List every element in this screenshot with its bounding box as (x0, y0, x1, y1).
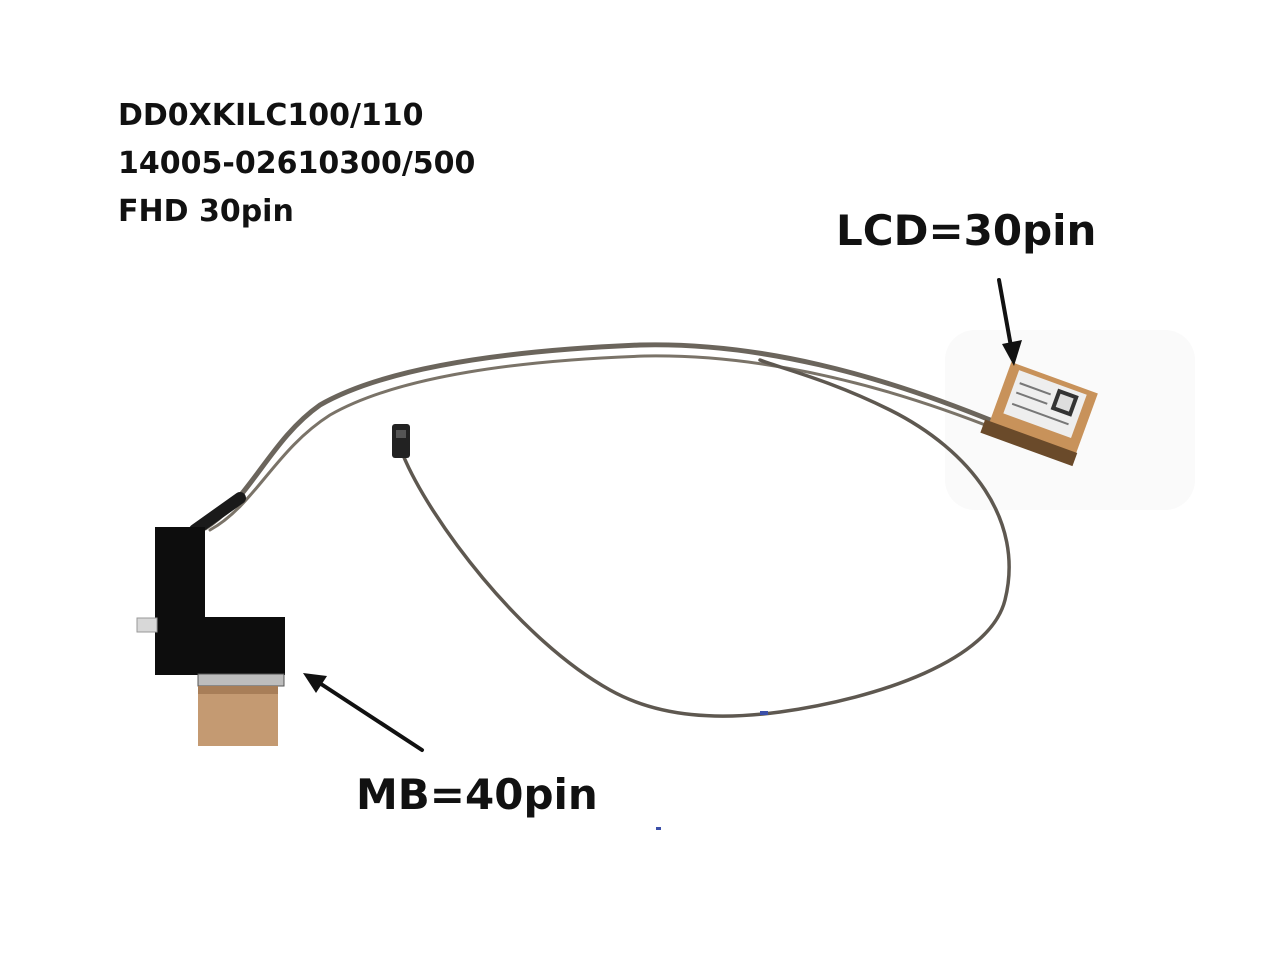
lcd-arrow-head (1002, 340, 1022, 366)
mb-pin-label: MB=40pin (356, 770, 598, 819)
lcd-label-text-line (1015, 391, 1048, 405)
mb-connector-body (197, 673, 285, 687)
photo-speck (656, 827, 661, 830)
loop-cable (401, 358, 1011, 718)
lcd-barcode-inner (1055, 393, 1074, 412)
lcd-arrow-shaft (997, 278, 1014, 354)
lcd-label-text-line (1019, 382, 1052, 396)
small-plug-tip (396, 430, 406, 438)
main-cable-lower (208, 354, 1000, 532)
cable-sleeve (189, 492, 246, 536)
panel-spec: FHD 30pin (118, 194, 294, 229)
lcd-label-text-line (1011, 402, 1069, 426)
mb-arrow-shaft (316, 680, 424, 752)
mb-tape-horizontal (155, 617, 285, 675)
mb-arrow-head (303, 673, 327, 693)
part-number: DD0XKILC100/110 (118, 98, 424, 133)
spec-text-block: DD0XKILC100/110 14005-02610300/500 FHD 3… (118, 92, 475, 236)
lcd-connector-body (980, 419, 1078, 467)
mb-copper-foil-shade (198, 686, 278, 694)
small-plug (392, 424, 410, 458)
mb-copper-foil (198, 686, 278, 746)
main-cable-upper (202, 342, 998, 531)
loop-cable-marker (760, 711, 768, 715)
lcd-pin-label: LCD=30pin (836, 206, 1097, 255)
lcd-connector (980, 362, 1098, 467)
mb-side-tab (136, 617, 158, 633)
alt-part-number: 14005-02610300/500 (118, 146, 476, 181)
